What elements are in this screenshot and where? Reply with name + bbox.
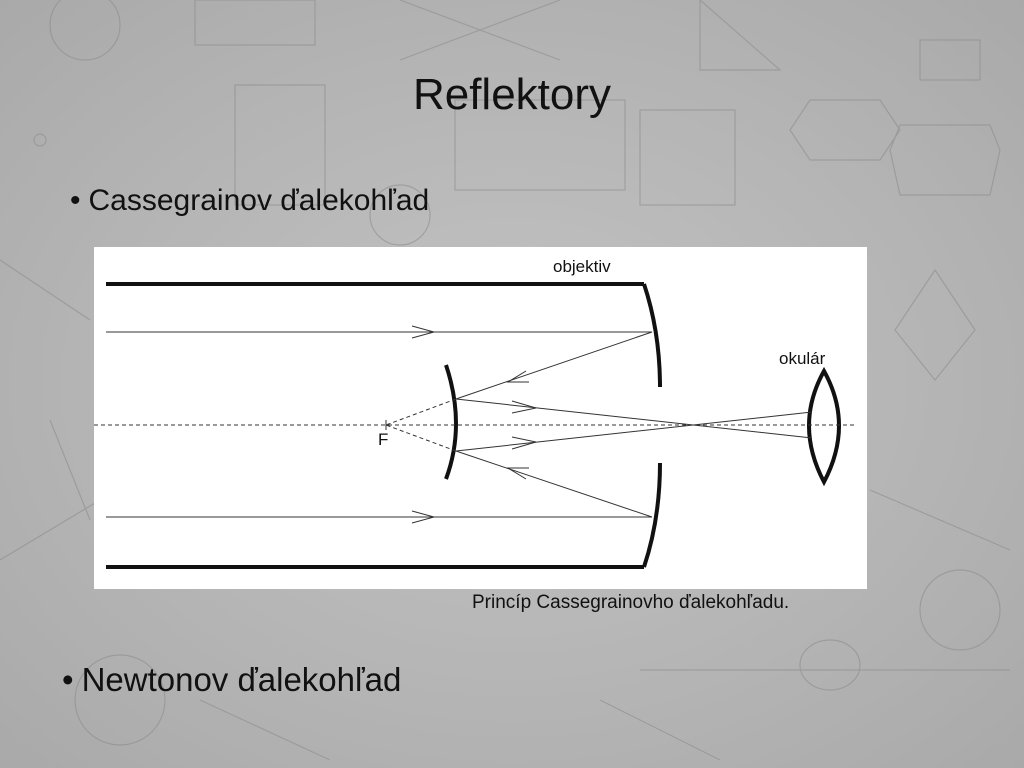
arrow-reflected-top <box>506 370 529 383</box>
bullet-dot: • <box>70 184 81 217</box>
cassegrain-diagram-svg: objektiv okulár F <box>94 257 854 569</box>
slide-title: Reflektory <box>412 70 612 119</box>
arrow-reflected-bottom <box>506 467 529 480</box>
secondary-mirror <box>444 364 458 480</box>
primary-mirror-top <box>642 283 662 388</box>
reflected-ray-top <box>455 331 653 400</box>
diagram-caption: Princíp Cassegrainovho ďalekohľadu. <box>472 592 790 613</box>
bullet-cassegrain-text: Cassegrainov ďalekohľad <box>88 184 430 217</box>
primary-mirror-bottom <box>642 462 662 568</box>
arrow-incoming-bottom <box>411 510 436 524</box>
label-objective: objektiv <box>553 257 611 276</box>
secondary-ray-bottom <box>455 411 813 452</box>
cassegrain-diagram: objektiv okulár F <box>94 247 867 589</box>
bullet-newton: •Newtonov ďalekohľad <box>62 661 401 699</box>
label-focus: F <box>378 430 388 449</box>
secondary-ray-top <box>455 398 813 439</box>
arrow-incoming-top <box>411 325 436 339</box>
arrow-secondary-top <box>511 400 537 414</box>
bullet-newton-text: Newtonov ďalekohľad <box>81 661 402 698</box>
reflected-ray-bottom <box>455 450 653 518</box>
eyepiece-lens <box>807 366 841 487</box>
bullet-dot: • <box>62 661 74 698</box>
bullet-cassegrain: •Cassegrainov ďalekohľad <box>70 184 429 218</box>
virtual-ray-bottom <box>385 424 457 452</box>
arrow-secondary-bottom <box>511 436 537 450</box>
label-eyepiece: okulár <box>779 349 826 368</box>
virtual-ray-top <box>385 398 457 426</box>
